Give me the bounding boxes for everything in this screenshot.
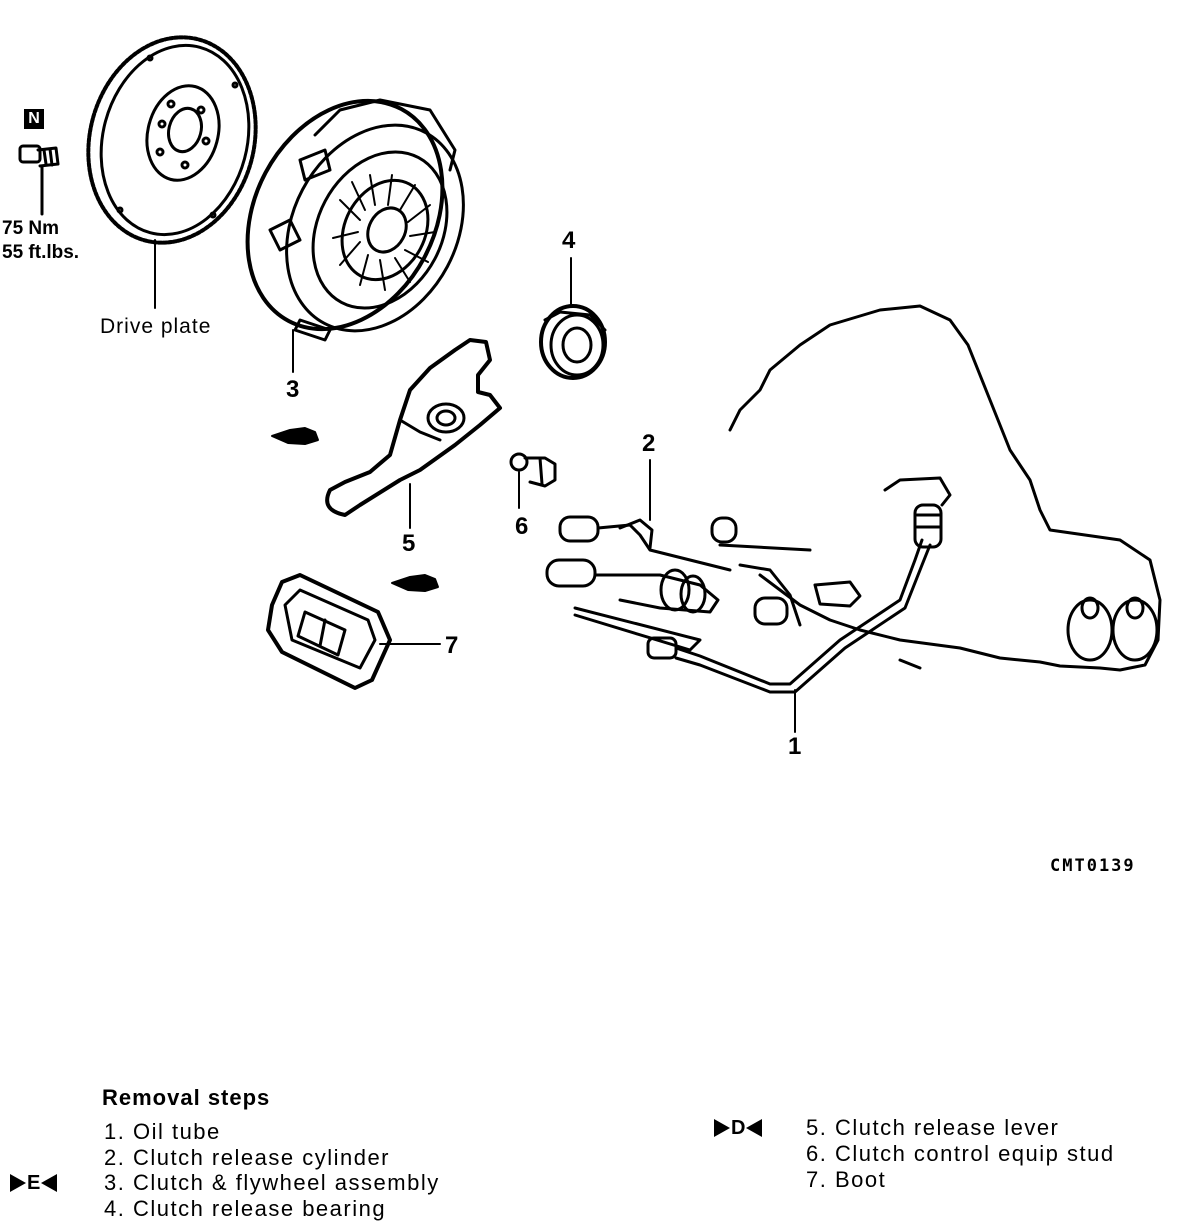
clutch-control-equip-stud-part [509, 452, 557, 509]
service-mark-d: D [714, 1117, 763, 1138]
clutch-flywheel-assembly-part [245, 98, 465, 373]
figure-code: CMT0139 [1050, 856, 1136, 876]
boot-part [266, 573, 441, 690]
step-4: 4. Clutch release bearing [104, 1196, 387, 1221]
clutch-release-cylinder-part [545, 459, 732, 652]
transmission-housing-part [710, 304, 1162, 672]
torque-badge: N [24, 109, 44, 129]
grease-symbol-icon [271, 427, 439, 592]
torque-nm: 75 Nm [2, 218, 60, 239]
callout-1: 1 [788, 733, 802, 760]
oil-tube-part [646, 503, 943, 733]
callout-2: 2 [642, 430, 656, 457]
service-mark-e: E [10, 1172, 58, 1193]
callout-5: 5 [402, 530, 416, 557]
left-triangle-icon [746, 1118, 763, 1137]
step-7: 7. Boot [806, 1167, 887, 1192]
left-triangle-icon [41, 1173, 58, 1192]
callout-4: 4 [562, 227, 576, 254]
flywheel-bolt-icon [18, 144, 60, 216]
step-3: 3. Clutch & flywheel assembly [104, 1170, 440, 1195]
step-1: 1. Oil tube [104, 1119, 221, 1144]
drive-plate-label: Drive plate [100, 315, 212, 338]
clutch-release-bearing-part [539, 257, 607, 380]
step-5: 5. Clutch release lever [806, 1115, 1060, 1140]
drive-plate-part [86, 35, 258, 309]
callout-3: 3 [286, 376, 300, 403]
torque-ftlbs: 55 ft.lbs. [2, 242, 80, 263]
removal-steps-title: Removal steps [102, 1085, 271, 1110]
callout-7: 7 [445, 632, 459, 659]
clutch-release-lever-part [325, 338, 502, 529]
right-triangle-icon [714, 1118, 730, 1137]
step-6: 6. Clutch control equip stud [806, 1141, 1115, 1166]
callout-6: 6 [515, 513, 529, 540]
right-triangle-icon [10, 1173, 26, 1192]
step-2: 2. Clutch release cylinder [104, 1145, 391, 1170]
